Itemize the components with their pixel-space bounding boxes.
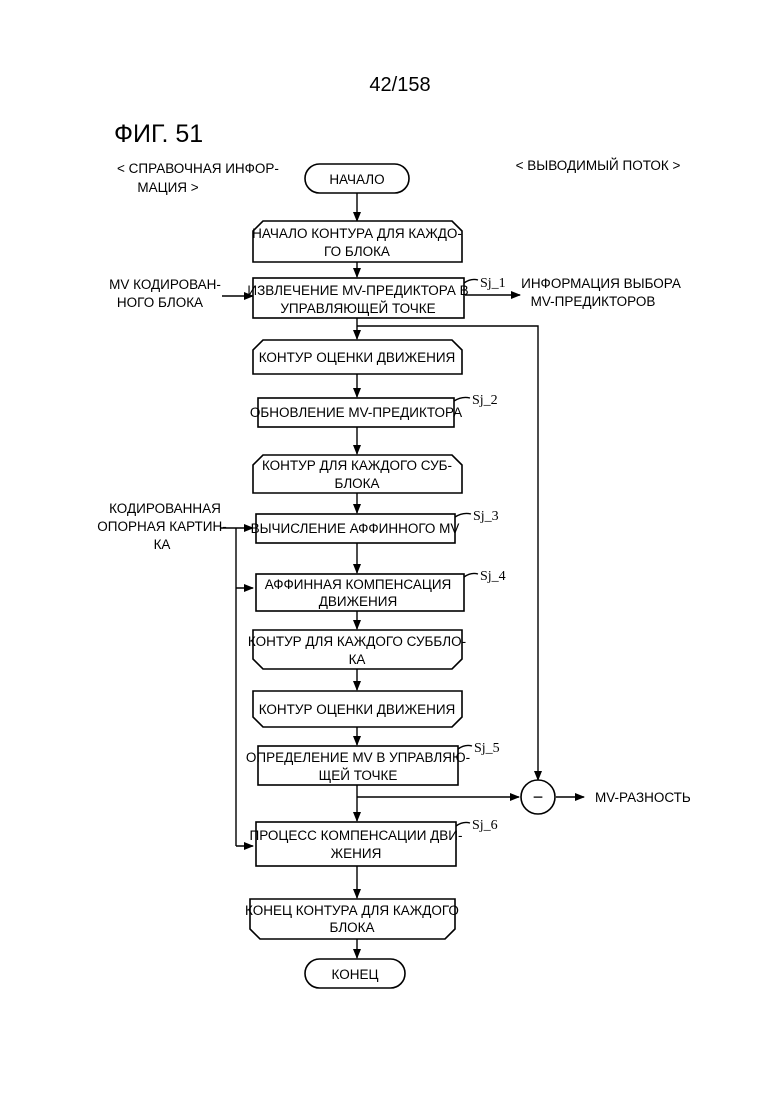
process-sj6-line2: ЖЕНИЯ: [331, 846, 382, 861]
coded-mv-input-line2: НОГО БЛОКА: [117, 295, 203, 310]
predictor-info-output-line1: ИНФОРМАЦИЯ ВЫБОРА: [521, 276, 681, 291]
reference-info-header-line1: < СПРАВОЧНАЯ ИНФОР-: [117, 161, 279, 176]
process-sj3-label: ВЫЧИСЛЕНИЕ АФФИННОГО MV: [251, 521, 460, 536]
figure-title: ФИГ. 51: [114, 120, 203, 148]
process-sj4-line1: АФФИННАЯ КОМПЕНСАЦИЯ: [265, 577, 452, 592]
page-number: 42/158: [369, 74, 430, 96]
process-sj1-line2: УПРАВЛЯЮЩЕЙ ТОЧКЕ: [280, 301, 435, 316]
leader-sj2: [454, 397, 470, 401]
output-stream-header: < ВЫВОДИМЫЙ ПОТОК >: [516, 158, 681, 173]
end-label: КОНЕЦ: [332, 967, 379, 982]
leader-sj4: [464, 573, 478, 577]
ref-picture-input-line3: КА: [154, 537, 171, 552]
process-sj6-line1: ПРОЦЕСС КОМПЕНСАЦИИ ДВИ-: [249, 828, 462, 843]
leader-sj3: [455, 513, 471, 517]
leader-sj1: [464, 279, 478, 283]
mv-difference-output: MV-РАЗНОСТЬ: [595, 790, 691, 805]
step-label-sj1: Sj_1: [480, 276, 506, 291]
step-label-sj2: Sj_2: [472, 393, 498, 408]
process-sj2-label: ОБНОВЛЕНИЕ MV-ПРЕДИКТОРА: [250, 405, 462, 420]
loop-each-block-start-line1: НАЧАЛО КОНТУРА ДЛЯ КАЖДО-: [252, 226, 462, 241]
loop-each-block-start-line2: ГО БЛОКА: [324, 244, 390, 259]
reference-info-header-line2: МАЦИЯ >: [137, 180, 198, 195]
loop-each-subblock-start-line2: БЛОКА: [334, 476, 379, 491]
minus-sign: −: [533, 787, 544, 807]
leader-sj6: [456, 822, 470, 826]
step-label-sj6: Sj_6: [472, 818, 498, 833]
loop-each-subblock-end-line1: КОНТУР ДЛЯ КАЖДОГО СУББЛО-: [248, 634, 466, 649]
coded-mv-input-line1: MV КОДИРОВАН-: [109, 277, 221, 292]
process-sj5-line1: ОПРЕДЕЛЕНИЕ MV В УПРАВЛЯЮ-: [246, 750, 470, 765]
ref-picture-input-line1: КОДИРОВАННАЯ: [109, 501, 221, 516]
motion-estimation-loop-2-label: КОНТУР ОЦЕНКИ ДВИЖЕНИЯ: [259, 702, 456, 717]
process-sj4-line2: ДВИЖЕНИЯ: [319, 594, 398, 609]
process-sj5-line2: ЩЕЙ ТОЧКЕ: [319, 768, 398, 783]
predictor-info-output-line2: MV-ПРЕДИКТОРОВ: [531, 294, 656, 309]
leader-sj5: [458, 745, 472, 749]
loop-each-subblock-end-line2: КА: [349, 652, 366, 667]
start-label: НАЧАЛО: [329, 172, 384, 187]
ref-picture-input-line2: ОПОРНАЯ КАРТИН-: [97, 519, 226, 534]
step-label-sj3: Sj_3: [473, 509, 499, 524]
step-label-sj5: Sj_5: [474, 741, 500, 756]
motion-estimation-loop-1-label: КОНТУР ОЦЕНКИ ДВИЖЕНИЯ: [259, 350, 456, 365]
loop-each-block-end-line1: КОНЕЦ КОНТУРА ДЛЯ КАЖДОГО: [245, 903, 459, 918]
process-sj1-line1: ИЗВЛЕЧЕНИЕ MV-ПРЕДИКТОРА В: [247, 283, 468, 298]
step-label-sj4: Sj_4: [480, 569, 506, 584]
loop-each-block-end-line2: БЛОКА: [329, 920, 374, 935]
loop-each-subblock-start-line1: КОНТУР ДЛЯ КАЖДОГО СУБ-: [262, 458, 452, 473]
